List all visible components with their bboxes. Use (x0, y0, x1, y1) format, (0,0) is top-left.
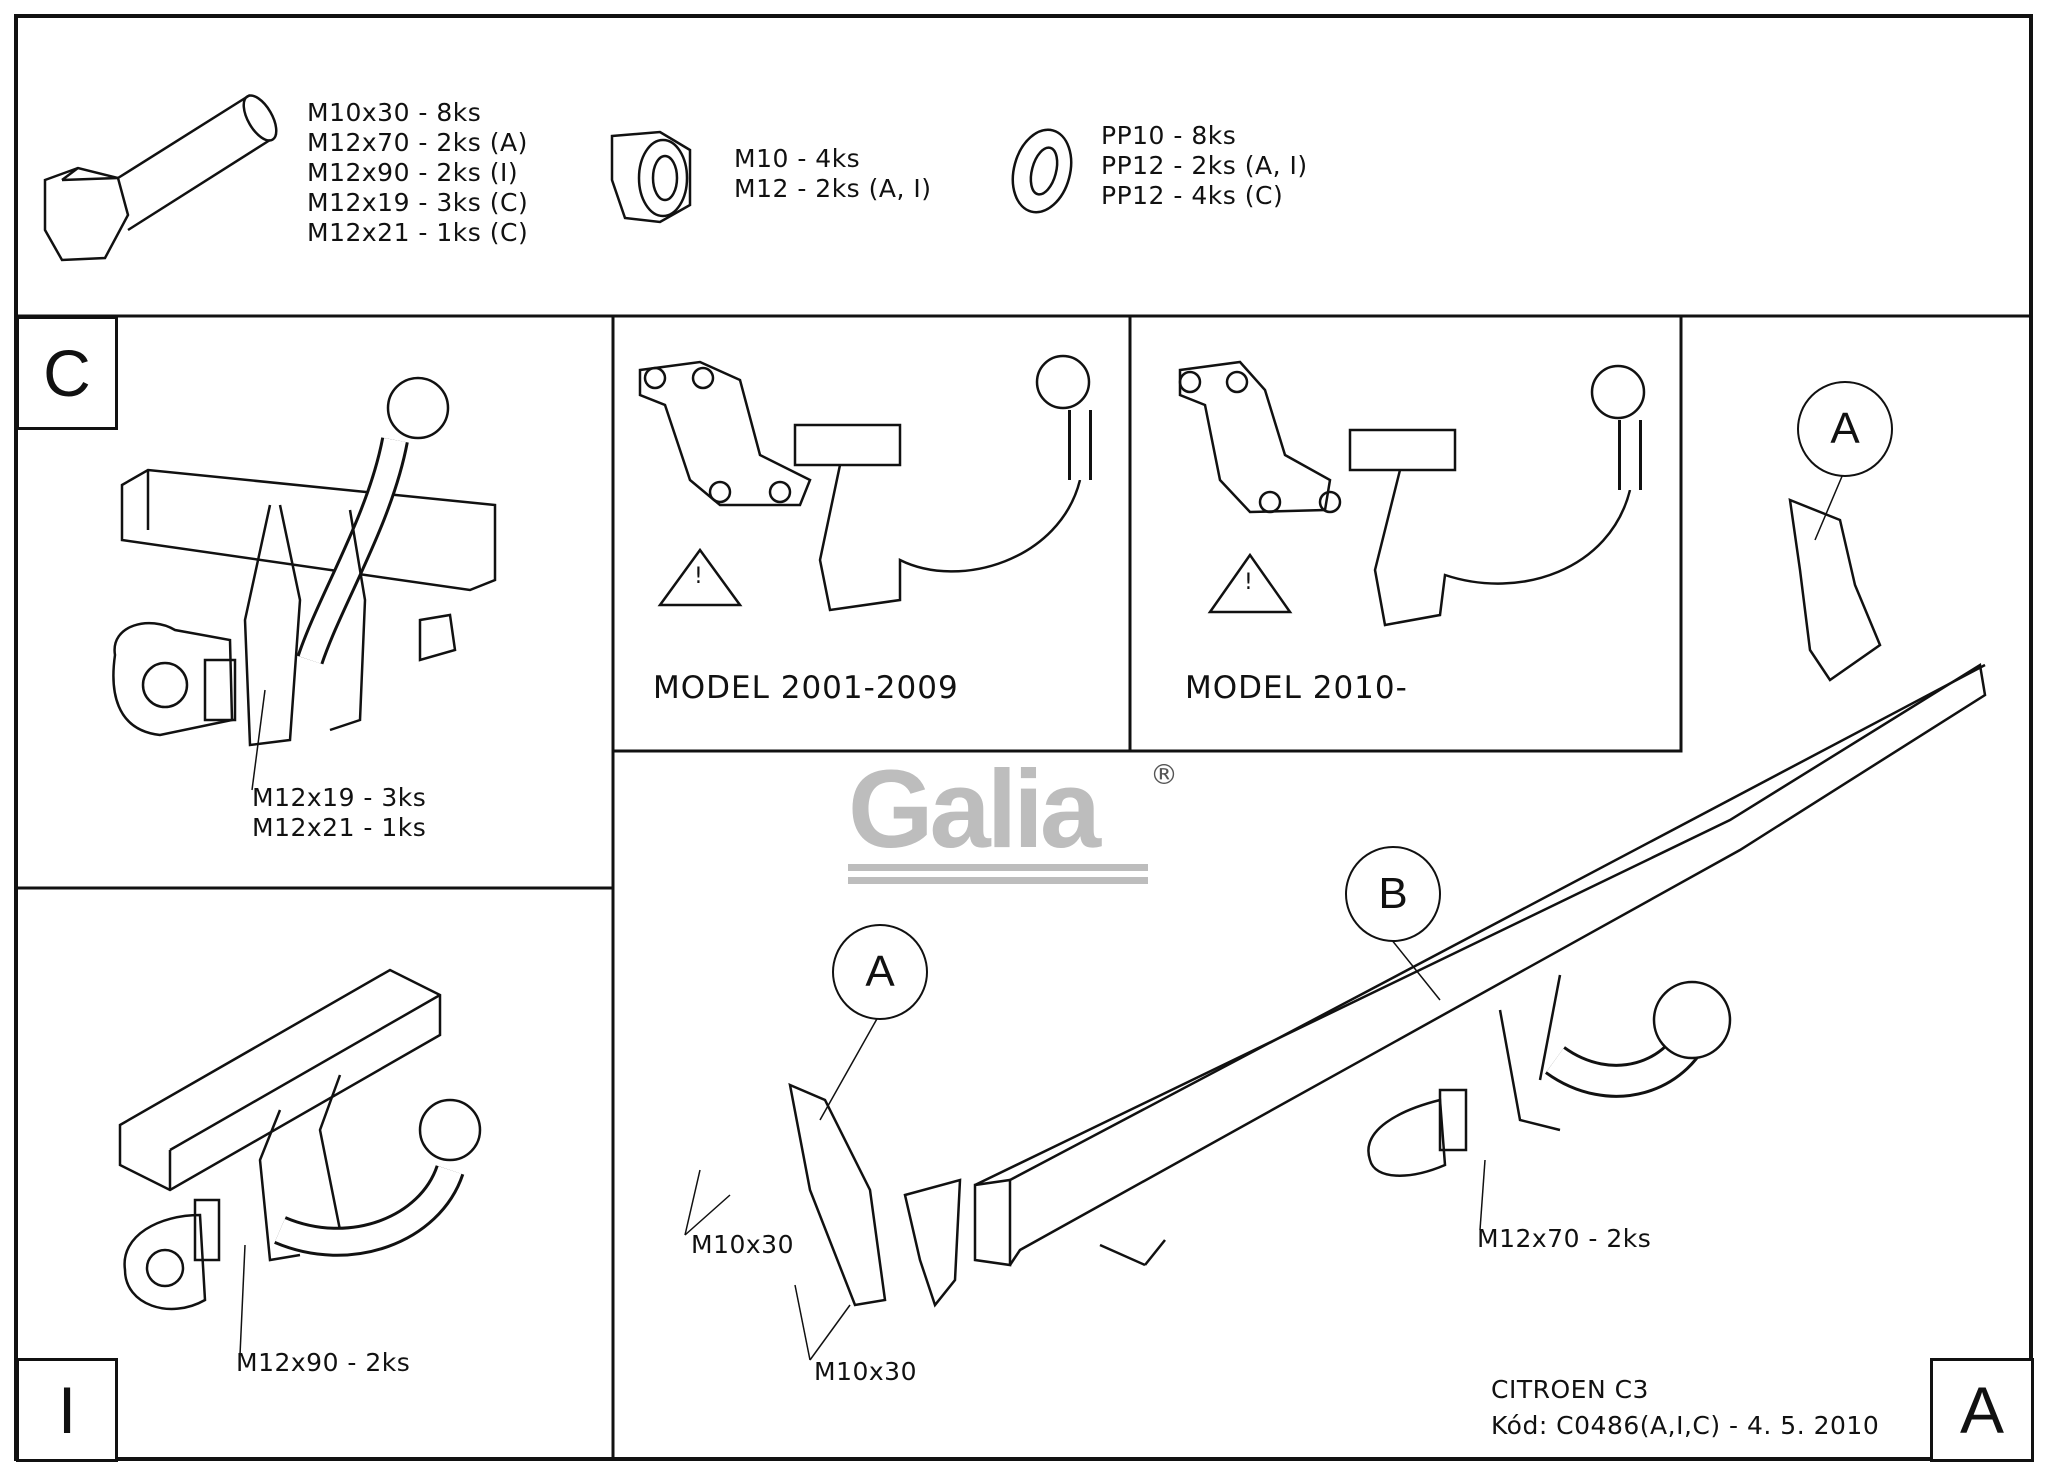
callout-circle-a: A (832, 924, 928, 1020)
callout-m10x30: M10x30 (814, 1357, 917, 1386)
towbar-a-drawing (788, 498, 1987, 1308)
bolt-spec: M10x30 - 8ks (307, 98, 482, 127)
galia-logo-bars (848, 864, 1148, 890)
towbar-c-drawing (112, 376, 497, 747)
panel-label-a: A (1930, 1358, 2034, 1462)
bolt-spec: M12x21 - 1ks (C) (307, 218, 529, 247)
washer-list: PP10 - 8ks PP12 - 2ks (A, I) PP12 - 4ks … (1101, 121, 1308, 211)
vehicle-name: CITROEN C3 (1491, 1375, 1649, 1404)
bolt-icon (43, 93, 278, 262)
nut-icon (610, 130, 692, 224)
bracket-2001-2009-drawing (638, 354, 1092, 612)
leader-lines (239, 473, 1844, 1361)
product-code: Kód: C0486(A,I,C) - 4. 5. 2010 (1491, 1411, 1880, 1440)
bracket-2010-drawing (1178, 360, 1646, 627)
callout-circle-b: B (1345, 846, 1441, 942)
outer-frame (14, 14, 2033, 1461)
bolt-spec: M12x90 - 2ks (I) (307, 158, 519, 187)
galia-logo: Galia (848, 748, 1101, 871)
panel-c-callouts: M12x19 - 3ks M12x21 - 1ks (252, 783, 426, 843)
model-box (613, 316, 1683, 753)
model-title-2010: MODEL 2010- (1185, 670, 1408, 706)
callout-circle-a: A (1797, 381, 1893, 477)
panel-label-c: C (16, 316, 118, 430)
model-title-2001-2009: MODEL 2001-2009 (653, 670, 959, 706)
callout-m12x70: M12x70 - 2ks (1477, 1224, 1652, 1253)
washer-spec: PP12 - 4ks (C) (1101, 181, 1284, 210)
callout: M12x21 - 1ks (252, 813, 427, 842)
warning-icon: ! (1244, 570, 1254, 595)
nut-spec: M12 - 2ks (A, I) (734, 174, 932, 203)
bolt-list: M10x30 - 8ks M12x70 - 2ks (A) M12x90 - 2… (307, 98, 528, 248)
washer-icon (1011, 128, 1073, 214)
bolt-spec: M12x70 - 2ks (A) (307, 128, 528, 157)
towbar-i-drawing (118, 968, 482, 1311)
washer-spec: PP12 - 2ks (A, I) (1101, 151, 1308, 180)
nut-spec: M10 - 4ks (734, 144, 861, 173)
callout-m10x30: M10x30 (691, 1230, 794, 1259)
nut-list: M10 - 4ks M12 - 2ks (A, I) (734, 144, 932, 204)
warning-icon: ! (694, 564, 704, 589)
panel-label-i: I (16, 1358, 118, 1462)
washer-spec: PP10 - 8ks (1101, 121, 1237, 150)
bolt-spec: M12x19 - 3ks (C) (307, 188, 529, 217)
registered-mark: ® (1150, 758, 1178, 791)
panel-i-callout: M12x90 - 2ks (236, 1348, 411, 1377)
callout: M12x19 - 3ks (252, 783, 427, 812)
